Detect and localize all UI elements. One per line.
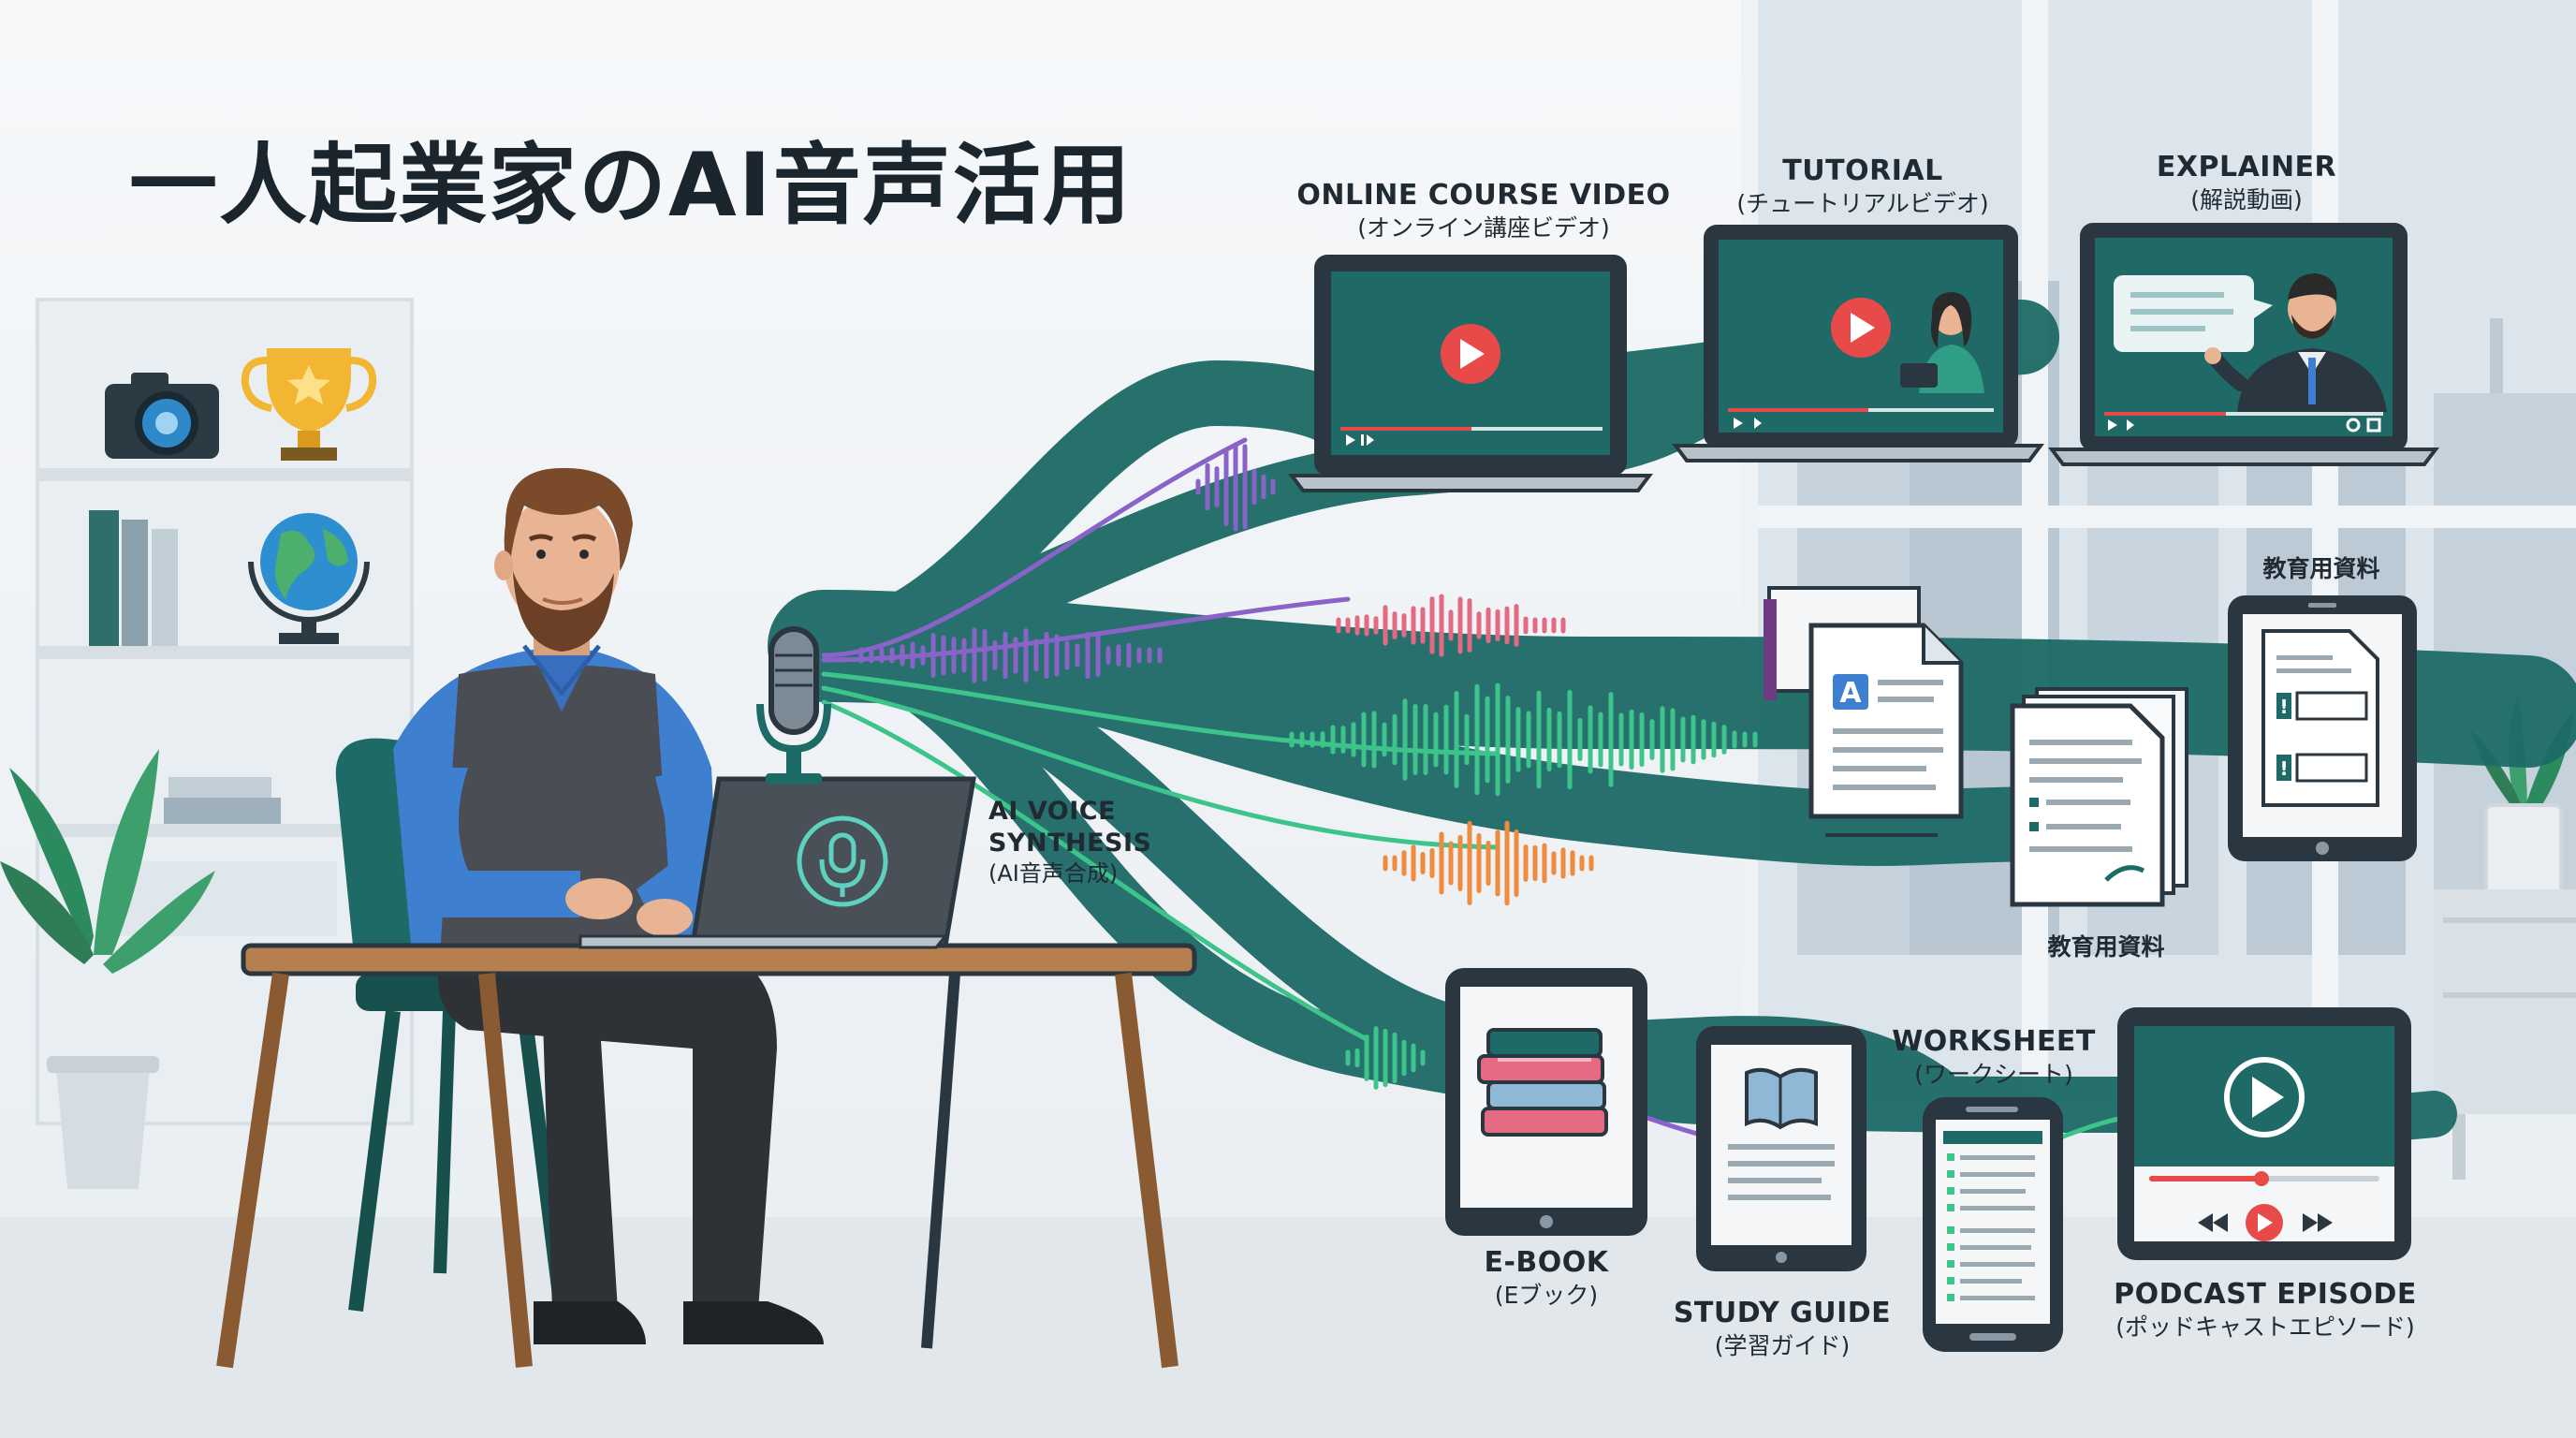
study-guide-label-en: STUDY GUIDE xyxy=(1673,1297,1892,1329)
document-letter: A xyxy=(1839,677,1862,710)
desk-laptop xyxy=(578,776,976,949)
play-icon xyxy=(2224,1057,2305,1137)
podcast-label-jp: (ポッドキャストエピソード) xyxy=(2115,1313,2415,1341)
entrepreneur-figure xyxy=(335,467,824,1344)
speech-bubble-icon xyxy=(2114,275,2273,352)
waveform-green xyxy=(1289,682,1758,797)
ebook-label-en: E-BOOK xyxy=(1484,1246,1609,1279)
explainer-laptop xyxy=(2048,223,2439,466)
page-title: 一人起業家のAI音声活用 xyxy=(129,135,1133,237)
alert-icon: ! xyxy=(2276,693,2291,719)
hub-label-jp: (AI音声合成) xyxy=(988,859,1119,887)
play-icon xyxy=(1831,298,1891,358)
online-course-laptop xyxy=(1288,255,1653,492)
open-book-icon xyxy=(1745,1067,1818,1130)
worksheet-rows xyxy=(1947,1153,2035,1301)
explainer-label-en: EXPLAINER xyxy=(2156,151,2337,183)
online-course-label-en: ONLINE COURSE VIDEO xyxy=(1296,179,1671,212)
fast-forward-icon xyxy=(2303,1213,2333,1232)
settings-icon xyxy=(2346,418,2361,433)
hub-label-en: AI VOICE SYNTHESIS xyxy=(988,797,1152,858)
explainer-label-jp: (解説動画) xyxy=(2190,185,2303,213)
microphone-icon xyxy=(756,626,831,785)
edu-material-docs-label-jp: 教育用資料 xyxy=(2047,933,2165,961)
play-icon xyxy=(2246,1204,2283,1241)
ebook-tablet xyxy=(1445,968,1647,1236)
tutor-woman xyxy=(1900,292,1984,393)
globe-icon xyxy=(248,513,370,644)
podcast-tablet xyxy=(2117,1007,2411,1260)
waveform-lower xyxy=(1345,1026,1426,1090)
desk xyxy=(216,943,1197,1369)
fullscreen-icon xyxy=(2366,418,2381,433)
trophy-icon xyxy=(241,348,377,461)
plant-left xyxy=(0,749,215,1189)
tutorial-label-en: TUTORIAL xyxy=(1782,154,1943,187)
documents-stack xyxy=(2010,687,2188,907)
worksheet-phone xyxy=(1923,1097,2063,1352)
worksheet-label-en: WORKSHEET xyxy=(1892,1025,2096,1058)
online-course-label-jp: (オンライン講座ビデオ) xyxy=(1357,213,1610,242)
bookshelf xyxy=(36,298,414,1125)
alert-icon: ! xyxy=(2276,755,2291,781)
waveform-pink xyxy=(1336,594,1566,657)
rewind-icon xyxy=(2198,1213,2228,1232)
study-guide-tablet xyxy=(1696,1026,1866,1271)
hub-label: AI VOICE SYNTHESIS (AI音声合成) xyxy=(988,796,1152,888)
waveform-orange xyxy=(1383,820,1594,906)
waveform-purple xyxy=(858,627,1163,683)
edu-material-tablet-label-jp: 教育用資料 xyxy=(2262,555,2380,582)
play-icon xyxy=(1441,324,1500,384)
tutorial-laptop xyxy=(1672,225,2044,462)
education-tablet: ! ! xyxy=(2228,595,2417,861)
camera-icon xyxy=(105,373,219,459)
study-guide-label: STUDY GUIDE (学習ガイド) xyxy=(1672,1296,1893,1360)
waveform-upper xyxy=(1195,442,1276,532)
svg-text:!: ! xyxy=(2279,757,2288,780)
edu-material-tablet-label: 教育用資料 xyxy=(2228,554,2415,583)
podcast-label-en: PODCAST EPISODE xyxy=(2114,1278,2417,1311)
podcast-label: PODCAST EPISODE (ポッドキャストエピソード) xyxy=(2087,1277,2443,1342)
worksheet-label-jp: (ワークシート) xyxy=(1914,1060,2073,1088)
tutorial-label: TUTORIAL (チュートリアルビデオ) xyxy=(1685,154,2041,218)
ebook-label-jp: (Eブック) xyxy=(1494,1281,1599,1309)
online-course-label: ONLINE COURSE VIDEO (オンライン講座ビデオ) xyxy=(1292,178,1676,242)
study-guide-label-jp: (学習ガイド) xyxy=(1714,1331,1851,1359)
microphone-icon xyxy=(797,815,888,907)
presenter-man xyxy=(2204,273,2387,412)
ebook-label: E-BOOK (Eブック) xyxy=(1453,1245,1640,1310)
edu-material-docs-label: 教育用資料 xyxy=(2012,932,2200,961)
explainer-label: EXPLAINER (解説動画) xyxy=(2097,150,2396,214)
tutorial-label-jp: (チュートリアルビデオ) xyxy=(1736,189,1989,217)
svg-text:!: ! xyxy=(2279,696,2288,718)
book-stack-icon xyxy=(1477,1028,1608,1137)
worksheet-label: WORKSHEET (ワークシート) xyxy=(1891,1024,2097,1089)
document-icon: A xyxy=(1808,623,1964,837)
